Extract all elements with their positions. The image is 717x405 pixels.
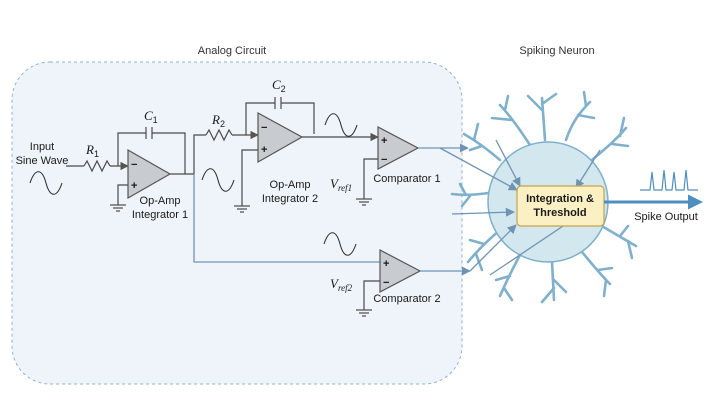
synapse-input-lines — [439, 139, 601, 276]
ground-symbol-1 — [110, 204, 126, 212]
integrator2-label-line2: Integrator 2 — [262, 193, 318, 205]
opamp1-to-comparator2-wire — [193, 174, 380, 263]
resistor-r2 — [205, 128, 233, 142]
capacitor-c1-label: C1 — [144, 108, 158, 125]
vref1-label: Vref1 — [330, 176, 352, 193]
comparator1-minus-sign: − — [381, 154, 387, 166]
integrator1-label-line2: Integrator 1 — [132, 209, 188, 221]
comparator-1 — [377, 126, 420, 170]
integrator2-label-line1: Op-Amp — [270, 179, 311, 191]
integrator2-output-wave — [324, 113, 358, 137]
opamp1-minus-sign: − — [131, 159, 137, 171]
comparator1-label: Comparator 1 — [373, 173, 440, 185]
comparator-2 — [379, 249, 422, 293]
input-sine-wave — [29, 171, 63, 195]
c2-feedback-right — [281, 102, 315, 134]
comparator2-input-wave — [323, 232, 357, 256]
comparator2-label: Comparator 2 — [373, 293, 440, 305]
ground-symbol-2 — [234, 205, 250, 213]
integrator1-label-line1: Op-Amp — [140, 195, 181, 207]
resistor-r1-label: R1 — [85, 142, 99, 159]
spike-output-label: Spike Output — [634, 211, 698, 223]
opamp1-ground-wire — [117, 184, 128, 205]
ground-symbol-4 — [356, 309, 372, 317]
vref2-wire — [363, 280, 380, 310]
vref2-label: Vref2 — [330, 276, 353, 293]
analog-circuit-panel — [11, 61, 463, 385]
comparator1-plus-sign: + — [381, 135, 387, 147]
integrator1-output-wave — [201, 168, 235, 192]
spiking-neuron-title: Spiking Neuron — [519, 45, 594, 57]
opamp2-plus-sign: + — [261, 144, 267, 156]
comparator2-minus-sign: − — [383, 277, 389, 289]
analog-circuit-title: Analog Circuit — [198, 45, 266, 57]
opamp1-plus-sign: + — [131, 180, 137, 192]
opamp2-minus-sign: − — [261, 122, 267, 134]
c2-feedback-left — [245, 102, 275, 135]
resistor-r1 — [83, 159, 111, 173]
opamp2-ground-wire — [241, 149, 258, 206]
comparator2-plus-sign: + — [383, 258, 389, 270]
c1-feedback-right — [152, 132, 186, 174]
c1-feedback-left — [117, 132, 146, 166]
input-label-line2: Sine Wave — [16, 155, 69, 167]
integration-threshold-box — [516, 185, 605, 227]
opamp1-to-r2-wire — [193, 134, 206, 174]
opamp-integrator-2 — [257, 111, 304, 164]
capacitor-c2-label: C2 — [272, 77, 286, 94]
integration-threshold-line2: Threshold — [533, 207, 586, 219]
opamp-integrator-1 — [127, 148, 172, 200]
integration-threshold-line1: Integration & — [526, 193, 594, 205]
input-label-line1: Input — [30, 141, 54, 153]
ground-symbol-3 — [356, 198, 372, 206]
vref1-wire — [363, 158, 378, 199]
resistor-r2-label: R2 — [211, 112, 225, 129]
spike-train — [640, 169, 698, 191]
